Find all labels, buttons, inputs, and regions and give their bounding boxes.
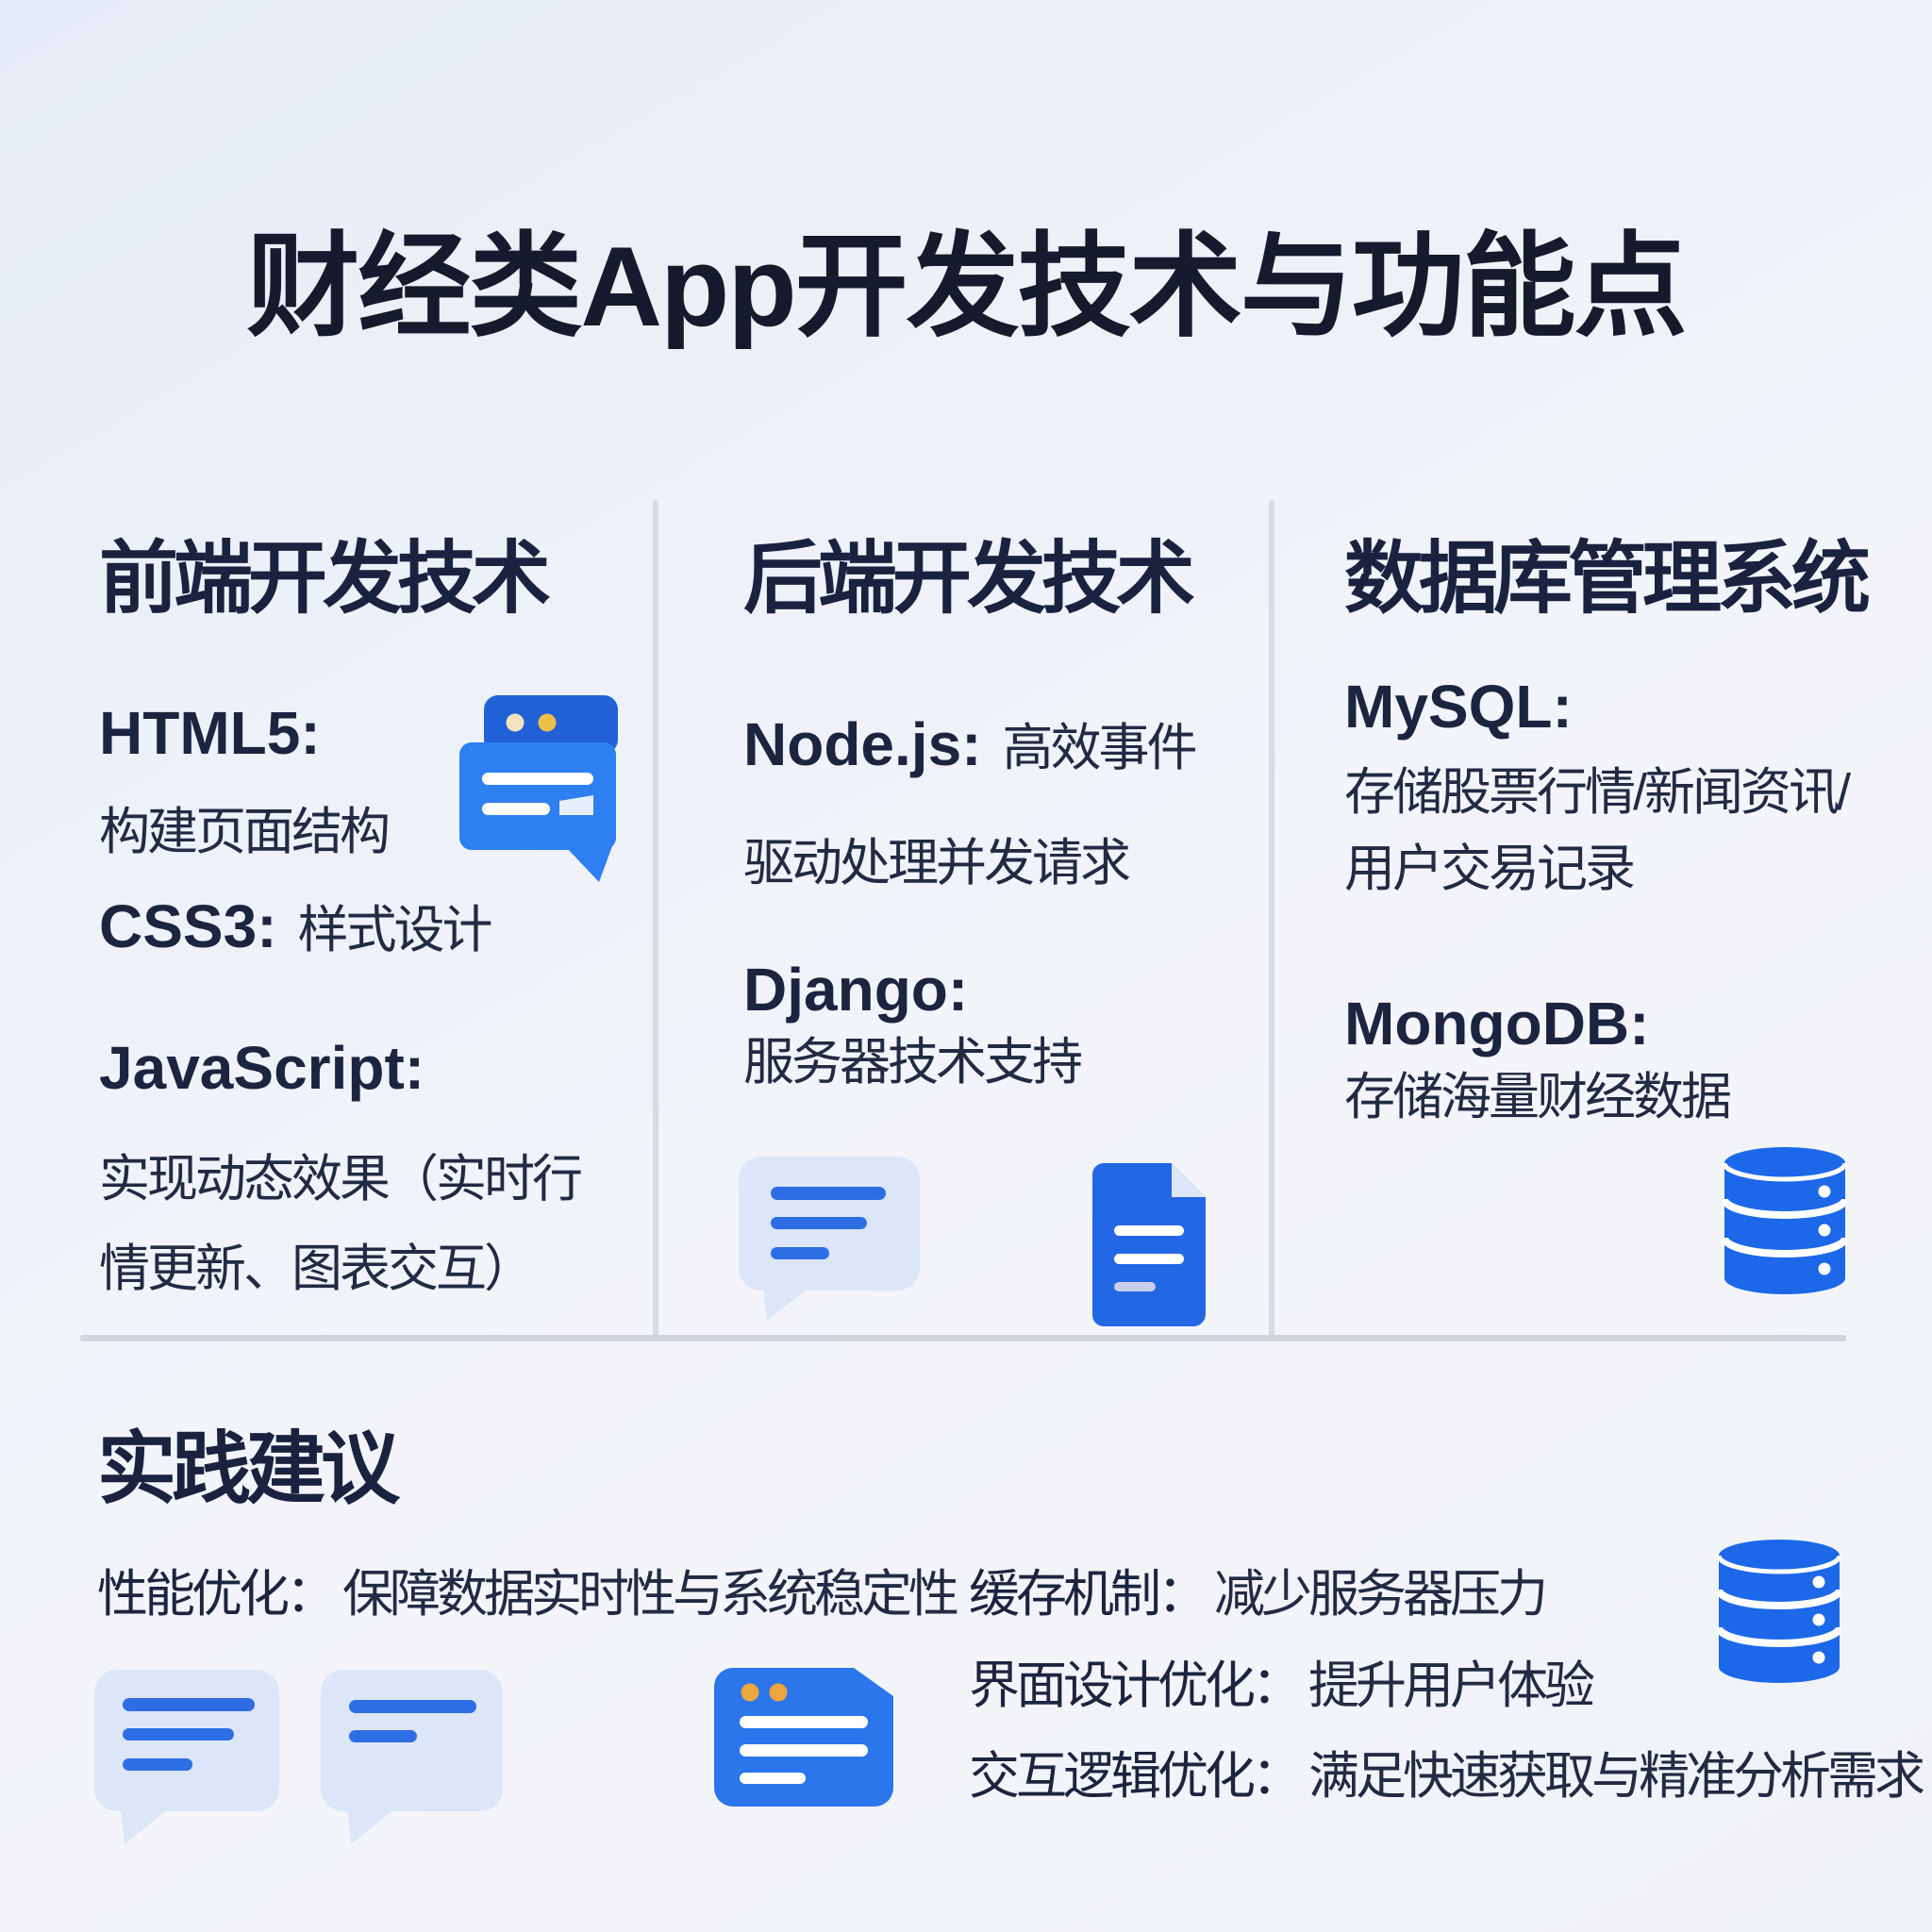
- document-icon: [1092, 1163, 1206, 1327]
- tech-django-desc: 服务器技术支持: [743, 1034, 1083, 1091]
- tech-mysql-desc: 存储股票行情/新闻资讯/用户交易记录: [1344, 764, 1851, 897]
- practice-item-interaction: 交互逻辑优化：满足快速获取与精准分析需求: [969, 1734, 1925, 1808]
- practice-header: 实践建议: [97, 1424, 400, 1513]
- tech-mysql-name: MySQL:: [1344, 673, 1573, 741]
- column-frontend: 前端开发技术 HTML5: 构建页面结构 CSS3: 样式设计 JavaScrip…: [99, 533, 632, 1297]
- chat-bubble-icon: [94, 1670, 279, 1844]
- column-database: 数据库管理系统 MySQL: 存储股票行情/新闻资讯/用户交易记录 MongoD…: [1344, 533, 1896, 1125]
- tech-nodejs-line: Node.js:高效事件驱动处理并发请求: [743, 693, 1220, 927]
- tech-django-name: Django:: [743, 956, 969, 1024]
- tech-css3-line: CSS3: 样式设计: [99, 886, 493, 975]
- browser-window-icon: [714, 1668, 893, 1807]
- tech-css3-desc: 样式设计: [297, 902, 493, 958]
- tech-html5-desc: 构建页面结构: [99, 804, 391, 860]
- browser-chat-window-icon: [456, 691, 621, 887]
- practice-item-cache-label: 缓存机制：: [969, 1566, 1208, 1623]
- practice-item-performance-desc: 保障数据实时性与系统稳定性: [342, 1566, 959, 1623]
- practice-item-ui: 界面设计优化：提升用户体验: [969, 1643, 1595, 1718]
- practice-item-interaction-desc: 满足快速获取与精准分析需求: [1308, 1748, 1925, 1805]
- practice-item-performance: 性能优化：保障数据实时性与系统稳定性: [97, 1552, 959, 1626]
- database-cylinder-icon: [1723, 1146, 1847, 1295]
- page-title: 财经类App开发技术与功能点: [246, 224, 1687, 350]
- column-database-header: 数据库管理系统: [1344, 534, 1871, 623]
- tech-nodejs-name: Node.js:: [743, 710, 982, 778]
- practice-item-interaction-label: 交互逻辑优化：: [969, 1748, 1303, 1805]
- column-frontend-header: 前端开发技术: [99, 534, 551, 623]
- tech-javascript-desc: 实现动态效果（实时行情更新、图表交互）: [99, 1151, 583, 1297]
- practice-item-cache: 缓存机制：减少服务器压力: [969, 1552, 1548, 1626]
- tech-html5-name: HTML5:: [99, 699, 321, 767]
- practice-item-ui-desc: 提升用户体验: [1308, 1657, 1595, 1714]
- practice-item-performance-label: 性能优化：: [97, 1566, 337, 1623]
- chat-bubble-icon: [321, 1670, 503, 1844]
- tech-javascript-name: JavaScript:: [99, 1034, 425, 1102]
- tech-css3-name: CSS3:: [99, 892, 277, 960]
- horizontal-divider: [80, 1335, 1846, 1341]
- tech-mongodb-desc: 存储海量财经数据: [1344, 1069, 1732, 1125]
- column-backend: 后端开发技术 Node.js:高效事件驱动处理并发请求 Django: 服务器技…: [743, 533, 1262, 1091]
- tech-mongodb-name: MongoDB:: [1344, 990, 1650, 1058]
- chat-bubble-icon: [739, 1157, 920, 1321]
- column-backend-header: 后端开发技术: [743, 534, 1195, 623]
- practice-item-ui-label: 界面设计优化：: [969, 1657, 1303, 1714]
- vertical-divider-right: [1269, 500, 1274, 1338]
- vertical-divider-left: [653, 500, 658, 1338]
- database-cylinder-icon: [1717, 1539, 1841, 1684]
- tech-nodejs-desc: 高效事件驱动处理并发请求: [743, 720, 1197, 891]
- practice-item-cache-desc: 减少服务器压力: [1214, 1566, 1548, 1623]
